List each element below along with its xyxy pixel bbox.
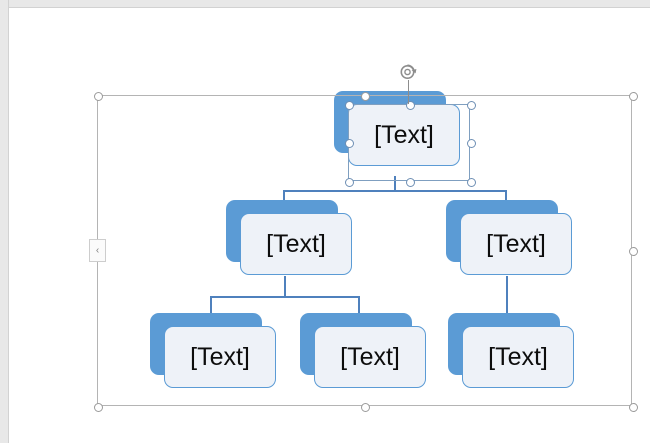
- handle-top-left[interactable]: [93, 91, 103, 101]
- node-label[interactable]: [Text]: [266, 229, 326, 258]
- connector-branch2-to-leaf3: [506, 276, 508, 316]
- node-label[interactable]: [Text]: [340, 342, 400, 371]
- shape-handle-bottom-center[interactable]: [405, 177, 415, 187]
- node-body[interactable]: [Text]: [314, 326, 426, 388]
- node-leaf-1[interactable]: [Text]: [150, 313, 278, 389]
- node-leaf-3[interactable]: [Text]: [448, 313, 576, 389]
- connector-branch1-to-leaf2: [358, 296, 360, 316]
- page-edge-left: [0, 0, 9, 443]
- node-branch-1[interactable]: [Text]: [226, 200, 354, 276]
- handle-bottom-right[interactable]: [628, 402, 638, 412]
- connector-root-to-branch1: [283, 190, 285, 202]
- shape-handle-top-right[interactable]: [466, 100, 476, 110]
- connector-branch1-bar: [210, 296, 360, 298]
- handle-bottom-center[interactable]: [360, 402, 370, 412]
- node-label[interactable]: [Text]: [488, 342, 548, 371]
- connector-root-to-branch2: [505, 190, 507, 202]
- shape-selection-box[interactable]: [344, 100, 476, 187]
- connector-root-bar: [283, 190, 507, 192]
- connector-branch1-to-leaf1: [210, 296, 212, 316]
- node-label[interactable]: [Text]: [190, 342, 250, 371]
- shape-handle-top-left[interactable]: [344, 100, 354, 110]
- node-body[interactable]: [Text]: [348, 104, 460, 166]
- node-label[interactable]: [Text]: [486, 229, 546, 258]
- node-body[interactable]: [Text]: [240, 213, 352, 275]
- node-body[interactable]: [Text]: [164, 326, 276, 388]
- shape-handle-bottom-right[interactable]: [466, 177, 476, 187]
- handle-bottom-left[interactable]: [93, 402, 103, 412]
- shape-handle-middle-right[interactable]: [466, 138, 476, 148]
- node-body[interactable]: [Text]: [460, 213, 572, 275]
- handle-top-right[interactable]: [628, 91, 638, 101]
- handle-top-center[interactable]: [360, 91, 370, 101]
- connector-root-stem: [394, 176, 396, 192]
- rotate-handle-stem: [408, 80, 409, 104]
- node-leaf-2[interactable]: [Text]: [300, 313, 428, 389]
- handle-middle-right[interactable]: [628, 246, 638, 256]
- shape-handle-middle-left[interactable]: [344, 138, 354, 148]
- node-label[interactable]: [Text]: [374, 120, 434, 149]
- shape-handle-top-center[interactable]: [405, 100, 415, 110]
- text-pane-toggle-button[interactable]: ‹: [89, 239, 106, 262]
- node-branch-2[interactable]: [Text]: [446, 200, 574, 276]
- connector-branch1-stem: [284, 276, 286, 298]
- node-body[interactable]: [Text]: [462, 326, 574, 388]
- rotate-icon[interactable]: [398, 62, 419, 83]
- page-edge-top: [0, 0, 650, 8]
- chevron-left-icon: ‹: [95, 244, 100, 256]
- shape-handle-bottom-left[interactable]: [344, 177, 354, 187]
